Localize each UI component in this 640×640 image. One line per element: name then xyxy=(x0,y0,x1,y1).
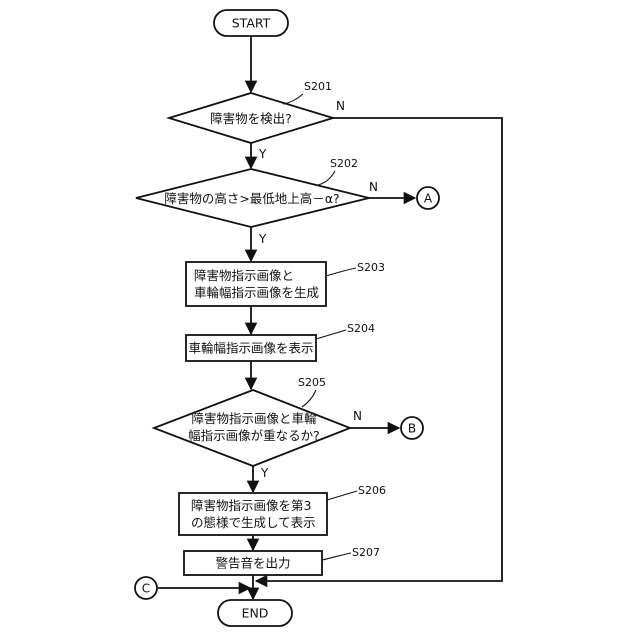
decision-s201: 障害物を検出? xyxy=(169,93,333,143)
s205-text-line-2: 幅指示画像が重なるか? xyxy=(188,428,320,443)
s202-step-id: S202 xyxy=(330,157,358,170)
decision-s205: 障害物指示画像と車輪 幅指示画像が重なるか? xyxy=(154,390,350,466)
s206-text-line-1: 障害物指示画像を第3 xyxy=(191,498,311,513)
connector-a: A xyxy=(417,187,439,209)
connector-b: B xyxy=(401,417,423,439)
s204-leader-line xyxy=(316,330,346,339)
s201-leader-line xyxy=(283,94,303,104)
s207-leader-line xyxy=(322,553,351,560)
s202-leader-line xyxy=(318,171,335,185)
s203-text-line-1: 障害物指示画像と xyxy=(194,268,294,283)
s207-step-id: S207 xyxy=(352,546,380,559)
connector-c-label: C xyxy=(142,582,150,596)
s203-step-id: S203 xyxy=(357,261,385,274)
s202-text: 障害物の高さ>最低地上高－α? xyxy=(164,191,339,206)
connector-c: C xyxy=(135,577,157,599)
start-label: START xyxy=(232,16,271,31)
s202-no-label: N xyxy=(369,180,378,194)
process-s207: 警告音を出力 xyxy=(184,551,322,575)
end-label: END xyxy=(242,606,269,621)
s204-text: 車輪幅指示画像を表示 xyxy=(188,341,313,356)
s206-step-id: S206 xyxy=(358,484,386,497)
process-s206: 障害物指示画像を第3 の態様で生成して表示 xyxy=(179,493,327,535)
s201-step-id: S201 xyxy=(304,80,332,93)
s201-text: 障害物を検出? xyxy=(210,111,292,126)
s206-text-line-2: の態様で生成して表示 xyxy=(191,515,316,530)
s205-step-id: S205 xyxy=(298,376,326,389)
s205-leader-line xyxy=(302,390,316,407)
s202-yes-label: Y xyxy=(258,232,267,246)
s203-text-line-2: 車輪幅指示画像を生成 xyxy=(194,285,319,300)
process-s204: 車輪幅指示画像を表示 xyxy=(186,335,316,361)
s203-leader-line xyxy=(326,268,356,276)
end-terminal: END xyxy=(218,600,292,626)
connector-a-label: A xyxy=(424,192,433,206)
process-s203: 障害物指示画像と 車輪幅指示画像を生成 xyxy=(186,262,326,306)
s201-no-label: N xyxy=(336,99,345,113)
s205-yes-label: Y xyxy=(260,466,269,480)
connector-b-label: B xyxy=(408,422,416,436)
s206-leader-line xyxy=(327,491,357,500)
s205-text-line-1: 障害物指示画像と車輪 xyxy=(191,411,317,426)
s207-text: 警告音を出力 xyxy=(215,556,290,571)
s204-step-id: S204 xyxy=(347,322,375,335)
decision-s202: 障害物の高さ>最低地上高－α? xyxy=(136,169,369,227)
start-terminal: START xyxy=(214,10,288,36)
s201-yes-label: Y xyxy=(258,147,267,161)
s205-no-label: N xyxy=(353,409,362,423)
